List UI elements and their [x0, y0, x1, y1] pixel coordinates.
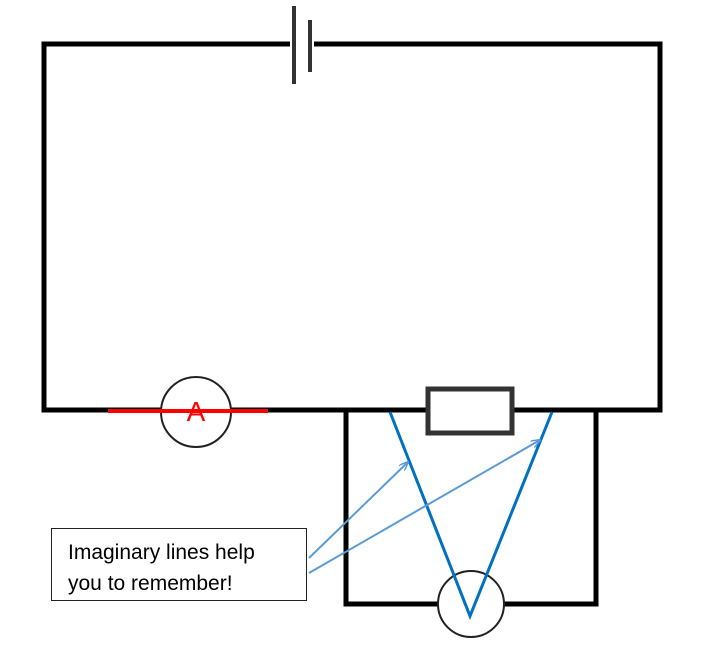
main-circuit-wire	[41, 41, 663, 413]
callout-box: Imaginary lines help you to remember!	[51, 528, 307, 601]
callout-arrow-right	[308, 440, 540, 574]
callout-arrow-left	[308, 462, 408, 559]
battery-cell-icon	[290, 6, 314, 84]
voltmeter-v-lines	[388, 411, 554, 621]
callout-line-2: you to remember!	[68, 572, 233, 595]
voltmeter-circle	[437, 570, 505, 638]
callout-line-1: Imaginary lines help	[68, 541, 255, 564]
resistor	[425, 386, 515, 436]
ammeter-label: A	[187, 396, 206, 427]
